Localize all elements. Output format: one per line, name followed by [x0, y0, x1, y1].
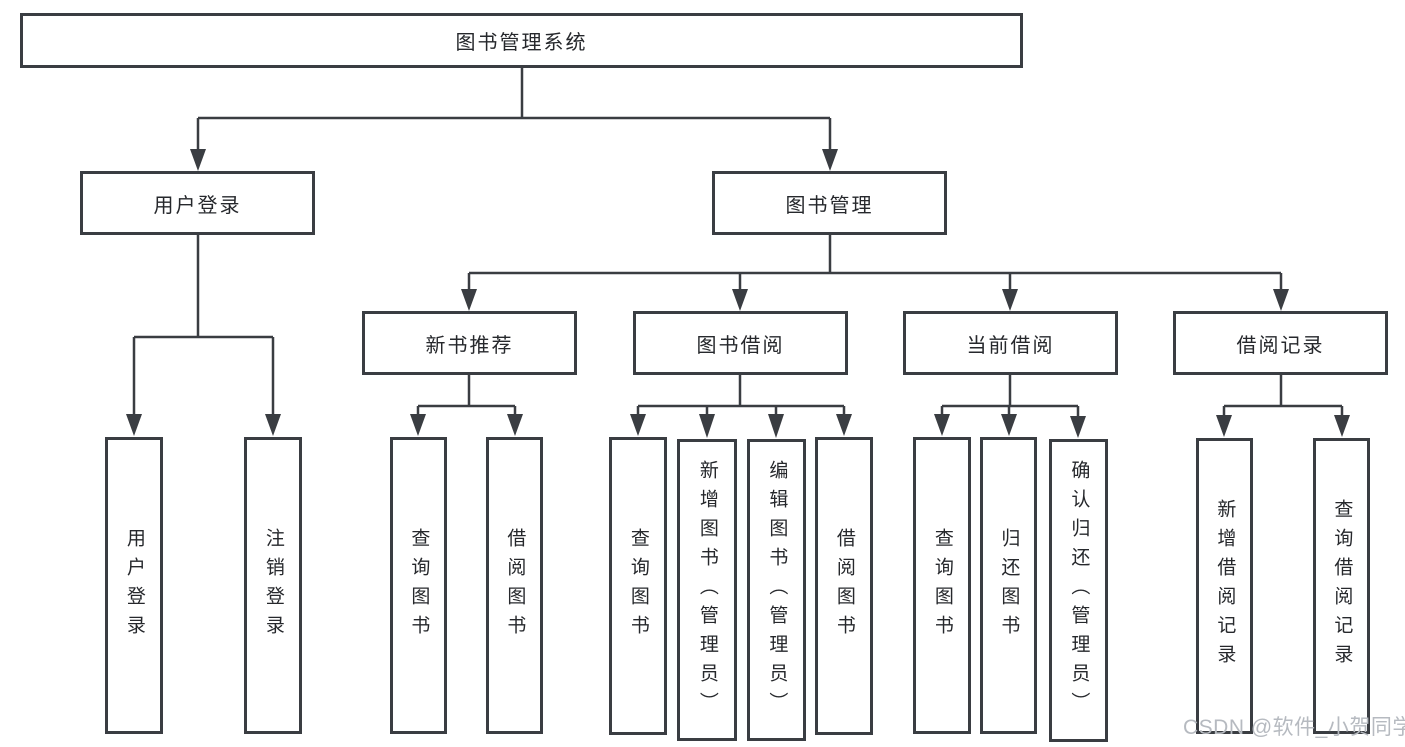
connector-management-children [461, 235, 1289, 311]
leaf-current-query-books-label: 查询图书 [931, 527, 953, 644]
leaf-records-add-record: 新增借阅记录 [1196, 438, 1253, 734]
leaf-current-confirm-return-admin: 确认归还（管理员） [1049, 439, 1108, 742]
leaf-borrow-borrow-books-label: 借阅图书 [833, 528, 855, 644]
leaf-current-return-books-label: 归还图书 [998, 527, 1020, 644]
leaf-records-query-record: 查询借阅记录 [1313, 438, 1370, 734]
node-user-login-label: 用户登录 [153, 194, 242, 217]
leaf-borrow-borrow-books: 借阅图书 [815, 437, 873, 735]
leaf-recommend-borrow-books: 借阅图书 [486, 437, 543, 734]
node-library-system: 图书管理系统 [20, 13, 1023, 68]
leaf-recommend-borrow-books-label: 借阅图书 [504, 527, 526, 644]
node-library-system-label: 图书管理系统 [455, 32, 588, 54]
node-user-login: 用户登录 [80, 171, 315, 235]
node-book-borrow: 图书借阅 [633, 311, 848, 375]
connector-borrow-children [630, 375, 852, 438]
leaf-recommend-query-books: 查询图书 [390, 437, 447, 734]
leaf-current-confirm-return-admin-label: 确认归还（管理员） [1068, 460, 1090, 721]
leaf-current-query-books: 查询图书 [913, 437, 971, 734]
node-borrow-records-label: 借阅记录 [1236, 334, 1325, 357]
leaf-user-login: 用户登录 [105, 437, 163, 734]
node-borrow-records: 借阅记录 [1173, 311, 1388, 375]
leaf-logout-label: 注销登录 [262, 527, 284, 644]
leaf-user-login-label: 用户登录 [123, 527, 145, 644]
connector-records-children [1216, 375, 1350, 437]
watermark-text: CSDN @软件_小贺同学 [1183, 716, 1405, 739]
node-current-borrow: 当前借阅 [903, 311, 1118, 375]
leaf-logout: 注销登录 [244, 437, 302, 734]
node-new-book-recommend: 新书推荐 [362, 311, 577, 375]
node-new-book-recommend-label: 新书推荐 [425, 334, 514, 357]
leaf-borrow-query-books: 查询图书 [609, 437, 667, 735]
connector-current-children [934, 375, 1086, 438]
node-book-borrow-label: 图书借阅 [696, 334, 785, 357]
leaf-borrow-add-books-admin: 新增图书（管理员） [677, 439, 737, 741]
node-book-management-label: 图书管理 [785, 194, 874, 217]
leaf-borrow-edit-books-admin-label: 编辑图书（管理员） [766, 459, 788, 721]
connector-login-children [126, 235, 281, 436]
connector-recommend-children [410, 375, 523, 436]
leaf-borrow-edit-books-admin: 编辑图书（管理员） [747, 439, 806, 741]
leaf-recommend-query-books-label: 查询图书 [408, 527, 430, 644]
leaf-records-query-record-label: 查询借阅记录 [1331, 499, 1353, 673]
connector-root-to-level2 [190, 68, 838, 171]
leaf-borrow-query-books-label: 查询图书 [627, 528, 649, 644]
node-current-borrow-label: 当前借阅 [966, 334, 1055, 357]
leaf-current-return-books: 归还图书 [980, 437, 1037, 734]
node-book-management: 图书管理 [712, 171, 947, 235]
leaf-borrow-add-books-admin-label: 新增图书（管理员） [696, 459, 718, 721]
leaf-records-add-record-label: 新增借阅记录 [1214, 499, 1236, 673]
